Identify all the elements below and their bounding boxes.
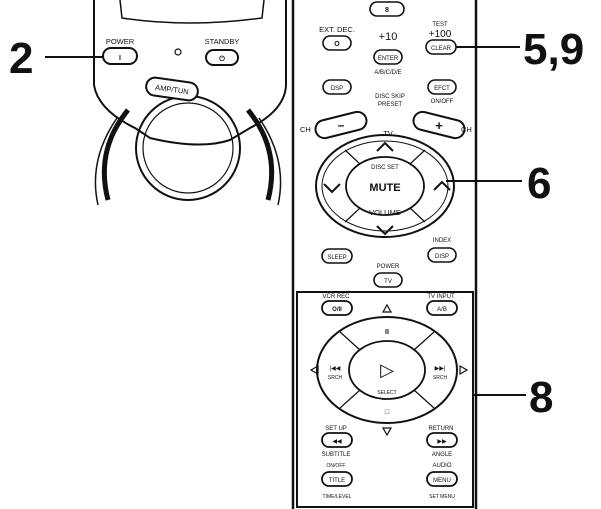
audio-label: AUDIO [432, 463, 451, 469]
standby-button[interactable]: ⏻ [205, 49, 239, 66]
main-unit-panel [93, 0, 287, 206]
tv-volume-ring [315, 134, 455, 238]
pause-button[interactable]: II [385, 329, 389, 336]
disp-button[interactable]: DISP [427, 247, 457, 263]
abcde-label: A/B/C/D/E [374, 70, 401, 76]
channel-up-button[interactable]: + [412, 110, 467, 140]
stop-button[interactable]: □ [385, 409, 390, 416]
tv-down-arrow[interactable] [376, 225, 394, 236]
disc-set-label: DISC SET [371, 165, 399, 171]
clear-button[interactable]: CLEAR [425, 39, 457, 55]
volume-left-arrow[interactable] [323, 183, 341, 194]
enter-button[interactable]: ENTER [373, 49, 403, 65]
angle-label: ANGLE [432, 452, 452, 458]
title-button[interactable]: TITLE [321, 471, 353, 487]
left-arrow-icon[interactable] [309, 364, 319, 376]
preset-label: PRESET [378, 102, 402, 108]
plus100-label: +100 [429, 29, 452, 40]
play-icon: ▷ [380, 360, 394, 380]
subtitle-on-off-label: ON/OFF [327, 463, 346, 469]
menu-button[interactable]: MENU [426, 471, 458, 487]
on-off-label: ON/OFF [431, 99, 454, 105]
ch-left-label: CH [300, 125, 311, 134]
disc-skip-label: DISC SKIP [375, 94, 405, 100]
tv-up-arrow[interactable] [376, 141, 394, 152]
tv-label: TV [383, 129, 393, 138]
skip-forward-icon: ▶▶| [435, 366, 446, 372]
ch-right-label: CH [461, 125, 472, 134]
amp-tun-button[interactable]: AMP/TUN [145, 76, 199, 102]
vcr-rec-button[interactable]: O/II [321, 300, 353, 316]
vcr-rec-symbol: O/II [332, 307, 342, 313]
standby-icon: ⏻ [219, 55, 225, 63]
srch-left-label: SRCH [328, 375, 343, 381]
ext-dec-symbol: O [334, 41, 340, 48]
power-button-symbol: I [119, 55, 121, 62]
skip-back-icon: |◀◀ [330, 366, 341, 372]
callout-6: 6 [527, 159, 551, 208]
power-button[interactable]: I [102, 47, 138, 65]
channel-down-button[interactable]: – [314, 110, 369, 140]
remote-body [291, 0, 478, 509]
callout-8: 8 [529, 373, 553, 422]
enter-label: ENTER [378, 56, 399, 62]
ext-dec-label: EXT. DEC. [319, 25, 355, 34]
index-label: INDEX [433, 238, 451, 244]
rewind-icon: ◀◀ [332, 439, 342, 445]
dsp-label: DSP [331, 86, 343, 92]
srch-right-label: SRCH [433, 375, 448, 381]
menu-label: MENU [433, 478, 451, 484]
number-8-button[interactable]: 8 [369, 1, 405, 17]
fast-forward-icon: ▶▶ [437, 439, 447, 445]
skip-back-button[interactable]: |◀◀ SRCH [328, 366, 343, 381]
efct-button[interactable]: EFCT [427, 79, 457, 95]
number-8-label: 8 [385, 7, 389, 14]
standby-label: STANDBY [205, 37, 240, 46]
stop-icon: □ [385, 409, 390, 416]
fast-forward-button[interactable]: ▶▶ [426, 432, 458, 448]
set-menu-label: SET MENU [429, 494, 455, 500]
tv-power-button[interactable]: TV [373, 272, 403, 288]
volume-right-arrow[interactable] [433, 180, 451, 191]
tv-power-label: TV [384, 279, 392, 285]
dvd-controls-highlight [296, 291, 474, 508]
channel-up-label: + [435, 118, 443, 133]
title-label: TITLE [329, 478, 345, 484]
dsp-button[interactable]: DSP [322, 79, 352, 95]
efct-label: EFCT [434, 86, 450, 92]
return-label: RETURN [429, 426, 454, 432]
vcr-rec-label: VCR REC [322, 294, 350, 300]
test-label: TEST [432, 22, 448, 28]
skip-forward-button[interactable]: ▶▶| SRCH [433, 366, 448, 381]
channel-down-label: – [338, 118, 345, 132]
dvd-control-ring [316, 316, 458, 424]
time-level-label: TIME/LEVEL [323, 494, 352, 500]
callout-2: 2 [9, 34, 33, 83]
down-arrow-icon[interactable] [381, 427, 393, 437]
disp-label: DISP [435, 254, 449, 260]
volume-label: VOLUME [369, 208, 401, 217]
sleep-label: SLEEP [327, 255, 346, 261]
subtitle-label: SUBTITLE [322, 452, 351, 458]
tv-input-button[interactable]: A/B [426, 300, 458, 316]
ext-dec-button[interactable]: O [322, 35, 352, 51]
pause-icon: II [385, 329, 389, 336]
mute-button[interactable]: MUTE [369, 182, 400, 194]
sleep-button[interactable]: SLEEP [321, 248, 353, 264]
rewind-button[interactable]: ◀◀ [321, 432, 353, 448]
remote-power-label: POWER [377, 264, 400, 270]
plus10-label: +10 [379, 31, 398, 43]
right-arrow-icon[interactable] [459, 364, 469, 376]
tv-input-label: TV INPUT [427, 294, 455, 300]
power-label: POWER [106, 37, 135, 46]
callout-5-9: 5,9 [523, 25, 584, 74]
ab-label: A/B [437, 307, 447, 313]
up-arrow-icon[interactable] [381, 303, 393, 313]
mute-label: MUTE [369, 182, 400, 194]
clear-label: CLEAR [431, 46, 452, 52]
play-button[interactable]: ▷ [380, 360, 394, 380]
set-up-label: SET UP [325, 426, 347, 432]
select-label: SELECT [377, 390, 396, 396]
